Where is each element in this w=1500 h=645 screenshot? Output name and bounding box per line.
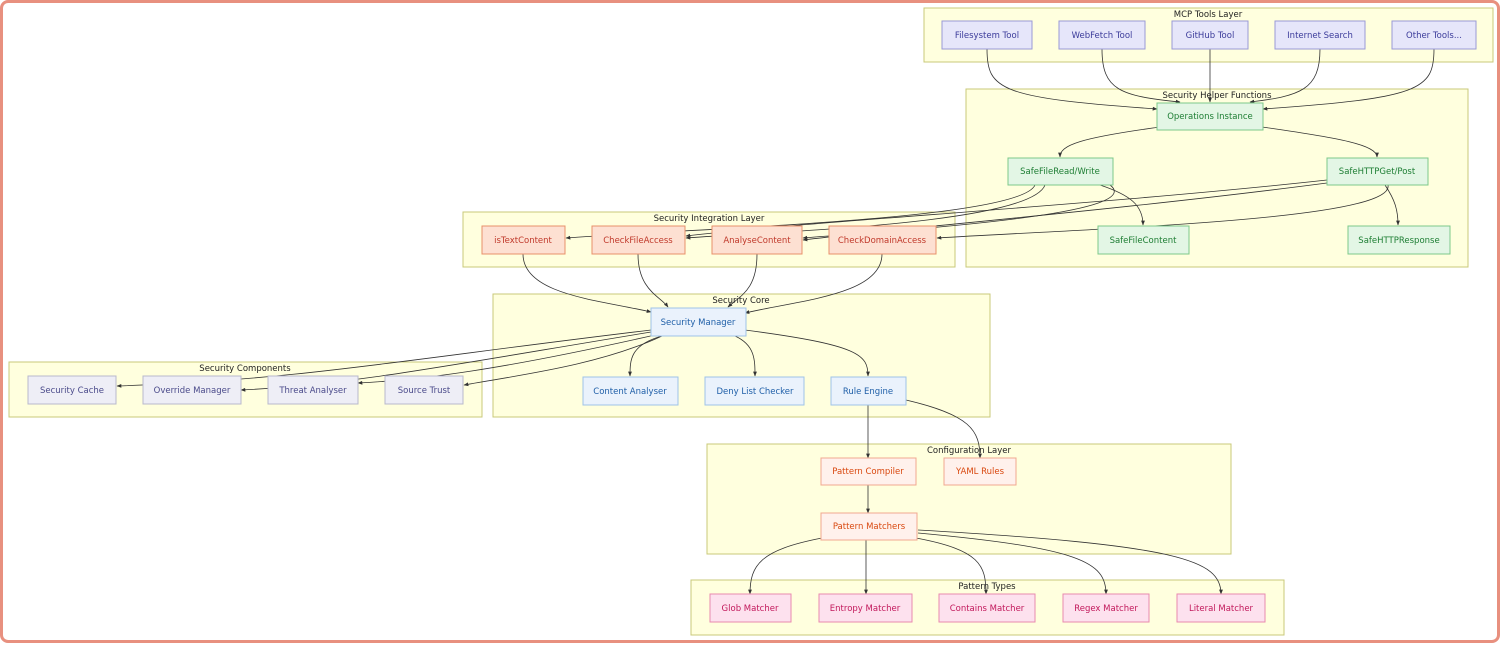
edge-webfetch-to-ops [1101,48,1181,104]
node-label: Contains Matcher [950,604,1025,614]
node-security-cache[interactable]: Security Cache [27,375,117,405]
edge-checkdomain-to-manager [744,253,883,314]
group-title-mcp-tools: MCP Tools Layer [1174,10,1243,20]
node-label: Pattern Compiler [832,467,904,477]
node-security-manager[interactable]: Security Manager [650,307,747,337]
node-pattern-compiler[interactable]: Pattern Compiler [820,457,917,486]
node-label: SafeFileContent [1110,236,1178,246]
node-deny-list-checker[interactable]: Deny List Checker [704,376,805,406]
edges [116,48,1435,595]
node-internet-search[interactable]: Internet Search [1274,20,1366,50]
node-other-tools[interactable]: Other Tools... [1391,20,1477,50]
node-label: SafeHTTPGet/Post [1339,167,1416,177]
edge-safehttp-to-checkdomain [936,184,1389,240]
edge-analyse-to-manager [727,253,758,308]
node-literal-matcher[interactable]: Literal Matcher [1176,593,1266,623]
edge-ops-to-safehttp [1261,126,1379,158]
node-entropy-matcher[interactable]: Entropy Matcher [818,593,913,623]
node-is-text-content[interactable]: isTextContent [481,225,566,255]
node-label: Deny List Checker [716,387,794,397]
node-label: Override Manager [154,386,231,396]
node-yaml-rules[interactable]: YAML Rules [943,457,1017,486]
node-label: GitHub Tool [1186,31,1235,41]
edge-rule-to-yaml [905,399,982,459]
node-check-file-access[interactable]: CheckFileAccess [591,225,686,255]
group-title-helpers: Security Helper Functions [1163,91,1273,101]
edge-matchers-to-glob [748,537,823,595]
edge-matchers-to-literal [917,529,1223,595]
edge-manager-to-threat [357,334,656,385]
node-label: Glob Matcher [722,604,779,614]
node-label: Internet Search [1287,31,1353,41]
edge-matchers-to-contains [915,537,988,595]
node-filesystem-tool[interactable]: Filesystem Tool [941,20,1033,50]
node-label: WebFetch Tool [1072,31,1133,41]
node-rule-engine[interactable]: Rule Engine [830,376,907,406]
edge-istext-to-manager [522,253,652,313]
node-pattern-matchers[interactable]: Pattern Matchers [820,512,918,541]
edge-matchers-to-regex [917,532,1108,595]
node-label: AnalyseContent [723,236,791,246]
node-label: Security Cache [40,386,104,396]
node-regex-matcher[interactable]: Regex Matcher [1062,593,1150,623]
node-override-manager[interactable]: Override Manager [142,375,242,405]
node-github-tool[interactable]: GitHub Tool [1171,20,1249,50]
edge-manager-to-rule-engine [744,329,870,377]
edge-manager-to-content-analyser [628,335,663,377]
node-threat-analyser[interactable]: Threat Analyser [267,375,359,405]
node-label: Content Analyser [593,387,667,397]
node-label: Literal Matcher [1189,604,1254,614]
group-title-core: Security Core [712,296,769,306]
node-operations-instance[interactable]: Operations Instance [1156,102,1264,131]
node-webfetch-tool[interactable]: WebFetch Tool [1058,20,1146,50]
node-label: SafeHTTPResponse [1358,236,1439,246]
node-label: SafeFileRead/Write [1020,167,1100,177]
node-label: Regex Matcher [1074,604,1138,614]
edge-manager-to-denylist [734,335,757,377]
node-glob-matcher[interactable]: Glob Matcher [709,593,792,623]
node-safe-http[interactable]: SafeHTTPGet/Post [1326,157,1429,186]
node-label: CheckFileAccess [603,236,673,246]
node-contains-matcher[interactable]: Contains Matcher [938,593,1036,623]
node-label: Pattern Matchers [833,522,906,532]
group-title-config: Configuration Layer [927,446,1012,456]
node-safe-file-content[interactable]: SafeFileContent [1097,225,1190,255]
node-label: Other Tools... [1406,31,1462,41]
node-label: CheckDomainAccess [838,236,927,246]
node-source-trust[interactable]: Source Trust [384,375,464,405]
node-analyse-content[interactable]: AnalyseContent [711,225,803,255]
group-title-components: Security Components [199,364,291,374]
edge-filesystem-to-ops [986,48,1158,111]
node-label: YAML Rules [955,467,1005,477]
edge-other-to-ops [1262,48,1435,111]
architecture-diagram: MCP Tools Layer Security Helper Function… [8,7,1494,636]
node-label: Operations Instance [1167,112,1253,122]
edge-safefile-to-content [1099,184,1145,226]
node-label: Threat Analyser [278,386,347,396]
node-label: Source Trust [398,386,451,396]
edge-internet-to-ops [1249,48,1321,104]
group-title-patterns: Pattern Types [958,582,1016,592]
node-label: Filesystem Tool [955,31,1019,41]
node-check-domain-access[interactable]: CheckDomainAccess [828,225,937,255]
node-label: Entropy Matcher [830,604,901,614]
node-label: Rule Engine [843,387,893,397]
node-label: isTextContent [494,236,552,246]
edge-manager-to-source-trust [463,335,663,387]
nodes: Filesystem Tool WebFetch Tool GitHub Too… [27,20,1477,623]
edge-ops-to-safefile [1058,126,1161,158]
edge-checkfile-to-manager [637,253,669,308]
node-safe-file-rw[interactable]: SafeFileRead/Write [1007,157,1114,186]
node-content-analyser[interactable]: Content Analyser [582,376,679,406]
node-label: Security Manager [661,318,736,328]
node-safe-http-response[interactable]: SafeHTTPResponse [1347,225,1451,255]
group-title-integration: Security Integration Layer [654,214,765,224]
